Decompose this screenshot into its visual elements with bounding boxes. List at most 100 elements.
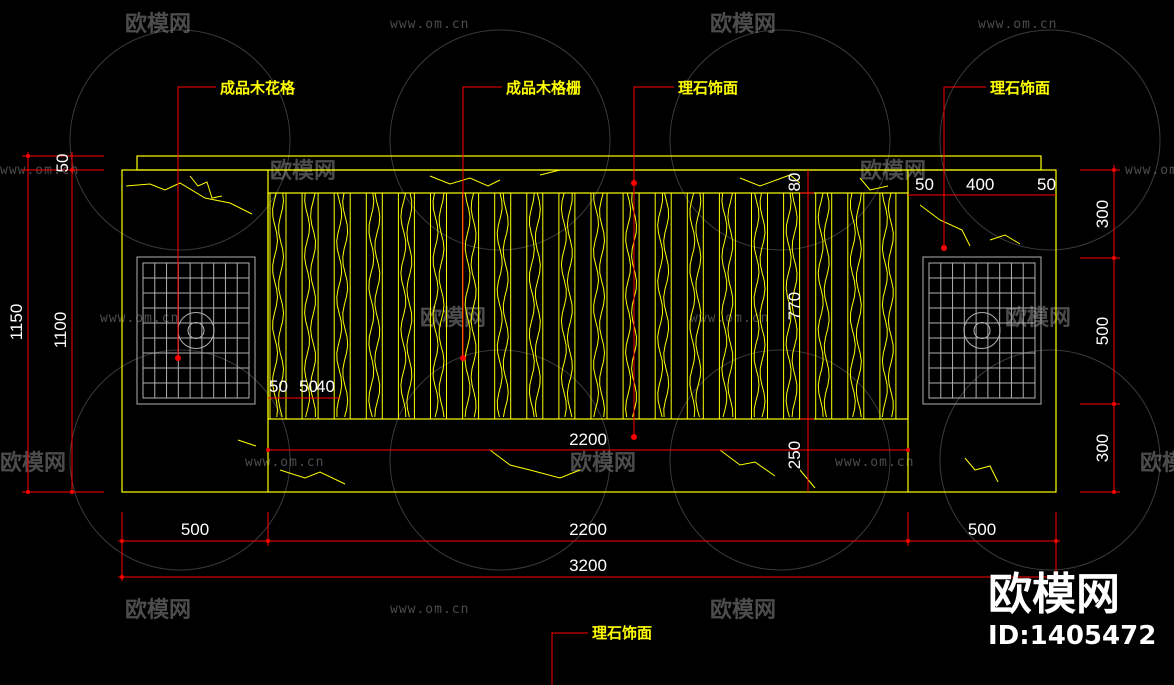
dim-grille-bottom: 250 (785, 441, 804, 469)
leader-lines (177, 86, 986, 685)
watermark-brand: 欧模网 (420, 305, 486, 331)
lattice-rosette-center (187, 322, 205, 339)
watermark-url: www.om.cn (390, 602, 469, 617)
grille-slat (558, 192, 576, 420)
wood-grain (881, 192, 888, 418)
watermark-brand: 欧模网 (0, 450, 66, 476)
label-lattice-flower: 成品木花格 (220, 79, 296, 97)
wood-grain (631, 192, 638, 418)
watermark-brand: 欧模网 (1005, 305, 1071, 331)
watermark-brand: 欧模网 (1140, 450, 1174, 476)
lattice-frame (922, 256, 1042, 405)
wood-grain (657, 192, 664, 418)
dimension-lines (22, 152, 1120, 581)
wood-grain (496, 192, 503, 418)
watermark-url: www.om.cn (1125, 163, 1174, 178)
dim-top-cap: 50 (53, 154, 72, 173)
dim-right-width: 500 (968, 520, 996, 539)
dim-inner-panel: 400 (966, 175, 994, 194)
dim-right-top: 300 (1093, 200, 1112, 228)
dim-inner-left: 50 (915, 175, 934, 194)
wood-grain (464, 192, 471, 418)
wood-grain (534, 192, 541, 418)
elevation-outline (121, 155, 1057, 493)
watermark-layer: 欧模网 www.om.cn 欧模网 www.om.cn 欧模网 欧模网 www.… (0, 11, 1174, 623)
grille-slat (526, 192, 544, 420)
watermark-brand: 欧模网 (570, 450, 636, 476)
wood-grain (304, 192, 311, 418)
dim-slat-gap-2: 40 (316, 377, 335, 396)
wood-grain (663, 192, 670, 418)
grille-slat (686, 192, 704, 420)
watermark-brand-large: 欧模网 (988, 569, 1120, 620)
watermark-brand: 欧模网 (710, 597, 776, 623)
wood-grain (689, 192, 696, 418)
dim-inner-right: 50 (1037, 175, 1056, 194)
grille-slat (751, 192, 768, 420)
watermark-id: ID:1405472 (988, 621, 1156, 651)
wood-grain (566, 192, 573, 418)
dim-slat-width: 50 (269, 377, 288, 396)
wood-grain (759, 192, 766, 418)
dim-mid-width: 2200 (569, 520, 607, 539)
wood-grain (753, 192, 760, 418)
lattice-rosette (963, 312, 1001, 349)
label-lattice-grille: 成品木格栅 (506, 79, 581, 97)
lattice-rosette (177, 312, 215, 349)
grille-slat (333, 192, 351, 420)
label-marble-bottom: 理石饰面 (592, 624, 652, 642)
wood-grain (278, 192, 285, 418)
grille-slat (718, 192, 736, 420)
wood-grain (785, 192, 792, 418)
watermark-url: www.om.cn (245, 455, 324, 470)
watermark-brand: 欧模网 (270, 158, 336, 184)
wood-grain (791, 192, 798, 418)
watermark-brand: 欧模网 (125, 597, 191, 623)
watermark-url: www.om.cn (390, 17, 469, 32)
wood-grain (849, 192, 856, 418)
wood-grain (438, 192, 445, 418)
lattice-frame (136, 256, 256, 405)
grille-slat (365, 192, 383, 420)
wood-grain (502, 192, 509, 418)
grille-slat (654, 192, 672, 420)
lattice-rosette-center (973, 322, 991, 339)
label-marble-top: 理石饰面 (678, 79, 738, 97)
label-marble-right: 理石饰面 (990, 79, 1050, 97)
leader-dots (175, 180, 947, 440)
wood-grain (470, 192, 477, 418)
watermark-brand: 欧模网 (710, 11, 776, 37)
wood-grain (400, 192, 407, 418)
wood-grain (625, 192, 632, 418)
grille-slat (430, 192, 447, 420)
wood-grain (599, 192, 606, 418)
wood-grain (528, 192, 535, 418)
watermark-brand: 欧模网 (860, 158, 926, 184)
watermark-url: www.om.cn (835, 455, 914, 470)
dim-total-height: 1150 (7, 304, 26, 341)
wood-grain (406, 192, 413, 418)
grille-slat (590, 192, 608, 420)
dim-slat-gap: 50 (299, 377, 318, 396)
dim-grille-width: 2200 (569, 430, 607, 449)
dim-grille-top: 80 (785, 173, 804, 192)
marble-veins (125, 169, 1021, 489)
watermark-url: www.om.cn (978, 17, 1057, 32)
wood-grain (374, 192, 381, 418)
wood-grain (310, 192, 317, 418)
lattice-inner-frame (142, 262, 250, 399)
wood-grain (817, 192, 824, 418)
wood-grain (593, 192, 600, 418)
wood-grain (368, 192, 375, 418)
dim-grille-height: 770 (785, 292, 804, 320)
lattice-panel-right (922, 256, 1042, 405)
wood-grain (432, 192, 439, 418)
grille-slat (397, 192, 415, 420)
watermark-brand: 欧模网 (125, 11, 191, 37)
dim-right-bot: 300 (1093, 434, 1112, 462)
wood-grain (823, 192, 830, 418)
dimension-ticks (26, 154, 1116, 579)
lattice-panel-left (136, 256, 256, 405)
wood-grain (721, 192, 728, 418)
